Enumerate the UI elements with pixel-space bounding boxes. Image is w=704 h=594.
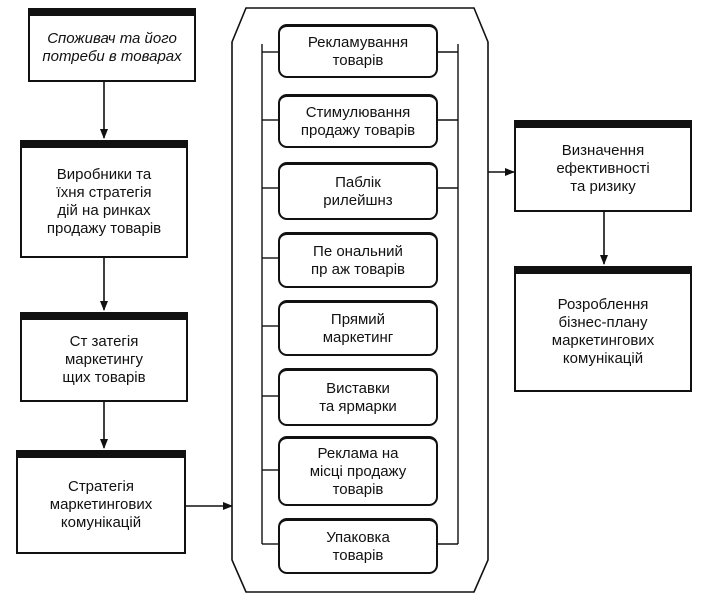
center-item-label: Пе ональний пр аж товарів [310,242,405,278]
center-item-label: Паблік рилейшнз [323,173,393,209]
center-item-personal-selling: Пе ональний пр аж товарів [278,232,438,288]
marketing-strategy-box: Ст затегія маркетингу щих товарів [20,312,188,402]
business-plan-box: Розроблення бізнес-плану маркетингових к… [514,266,692,392]
consumer-needs-label: Споживач та його потреби в товарах [42,30,182,65]
center-item-label: Рекламування товарів [307,33,409,69]
center-item-direct-marketing: Прямий маркетинг [278,300,438,356]
marcom-strategy-box: Стратегія маркетингових комунікацій [16,450,186,554]
center-item-public-relations: Паблік рилейшнз [278,162,438,220]
center-item-pos-advertising: Реклама на місці продажу товарів [278,436,438,506]
center-item-label: Реклама на місці продажу товарів [309,444,407,498]
producers-strategy-label: Виробники та їхня стратегія дій на ринка… [46,166,162,237]
center-panel-outline [231,7,489,593]
center-item-label: Виставки та ярмарки [319,379,397,415]
center-item-label: Упаковка товарів [326,528,390,564]
center-item-sales-promotion: Стимулювання продажу товарів [278,94,438,148]
center-item-exhibitions: Виставки та ярмарки [278,368,438,426]
producers-strategy-box: Виробники та їхня стратегія дій на ринка… [20,140,188,258]
consumer-needs-box: Споживач та його потреби в товарах [28,8,196,82]
center-item-advertising: Рекламування товарів [278,24,438,78]
marcom-strategy-label: Стратегія маркетингових комунікацій [49,478,153,531]
efficiency-risk-box: Визначення ефективності та ризику [514,120,692,212]
business-plan-label: Розроблення бізнес-плану маркетингових к… [551,296,655,367]
center-item-label: Стимулювання продажу товарів [300,103,416,139]
efficiency-risk-label: Визначення ефективності та ризику [556,142,650,195]
center-item-label: Прямий маркетинг [322,310,394,346]
center-item-packaging: Упаковка товарів [278,518,438,574]
marketing-strategy-label: Ст затегія маркетингу щих товарів [62,333,146,386]
